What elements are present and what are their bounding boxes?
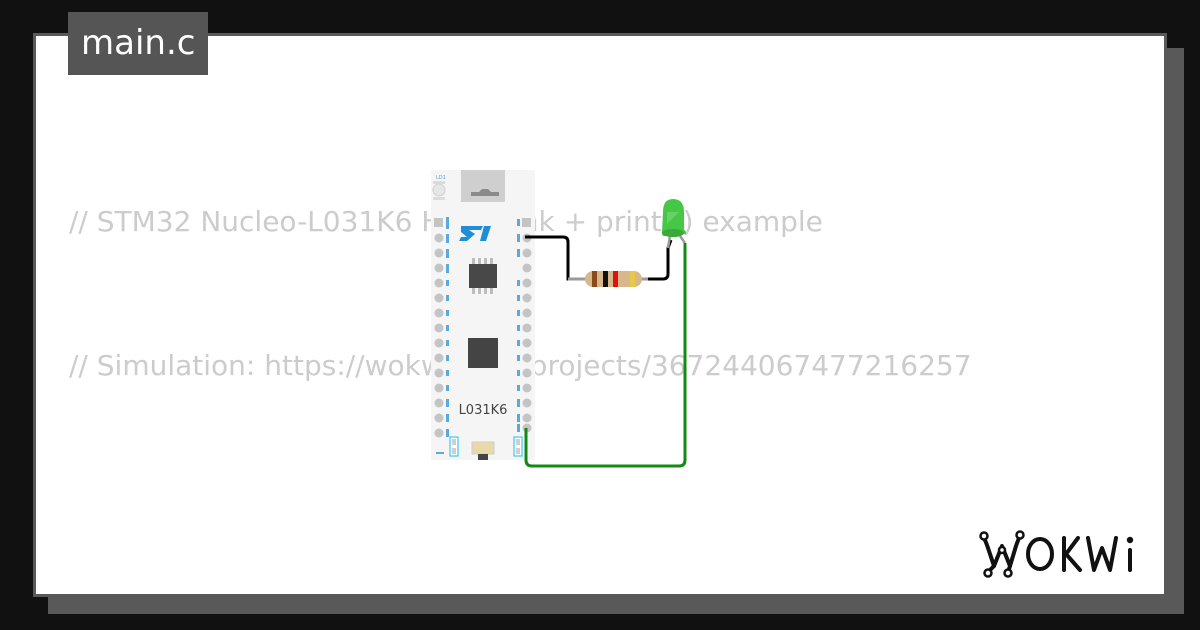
board-label: L031K6 xyxy=(459,403,508,418)
svg-text:LD1: LD1 xyxy=(436,175,446,181)
code-line xyxy=(69,486,972,534)
nucleo-board: LD1 xyxy=(431,170,535,460)
code-preview-card: // STM32 Nucleo-L031K6 HAL Blink + print… xyxy=(33,33,1167,597)
file-tab: main.c xyxy=(68,12,209,75)
nucleo-board-graphic: LD1 xyxy=(432,170,532,460)
wokwi-logo xyxy=(979,530,1134,578)
